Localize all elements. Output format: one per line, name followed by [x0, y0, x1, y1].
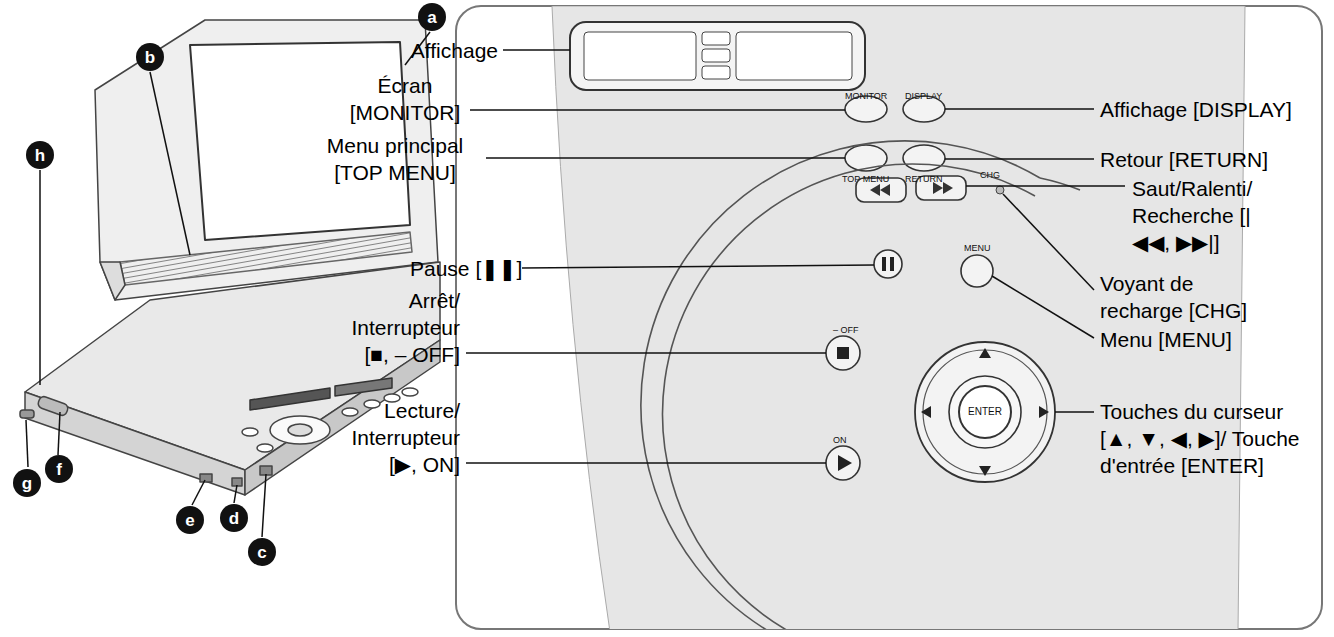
callout-text: g	[22, 475, 32, 492]
callout-text: e	[185, 512, 194, 529]
part-label: Lecture/ Interrupteur [▶, ON]	[325, 397, 460, 478]
part-label: Pause [❚❚]	[410, 255, 522, 282]
button-caption: RETURN	[905, 174, 943, 185]
part-label: Retour [RETURN]	[1100, 146, 1268, 173]
callout-letter: f	[45, 455, 73, 483]
callout-text: b	[145, 49, 155, 66]
button-caption: – OFF	[833, 325, 859, 336]
callout-text: h	[35, 147, 45, 164]
callout-letter: h	[26, 141, 54, 169]
button-caption: TOP MENU	[842, 174, 889, 185]
callout-text: d	[229, 510, 239, 527]
button-caption: MENU	[964, 243, 991, 254]
part-label: Menu [MENU]	[1100, 326, 1232, 353]
part-label: Touches du curseur [▲, ▼, ◀, ▶]/ Touche …	[1100, 398, 1305, 479]
callout-letter: e	[176, 506, 204, 534]
part-label: Menu principal [TOP MENU]	[310, 132, 480, 186]
button-caption: ON	[833, 435, 847, 446]
callout-letter: a	[418, 3, 446, 31]
callout-letter: b	[136, 43, 164, 71]
part-label: Écran [MONITOR]	[345, 72, 465, 126]
label-leaders	[466, 50, 1125, 463]
part-label: Affichage [DISPLAY]	[1100, 96, 1292, 123]
callout-text: f	[56, 461, 62, 478]
part-label: Arrêt/ Interrupteur [■, – OFF]	[325, 287, 460, 368]
part-label: Saut/Ralenti/ Recherche [|◀◀, ▶▶|]	[1132, 175, 1282, 256]
button-caption: DISPLAY	[905, 91, 942, 102]
callout-text: a	[427, 9, 436, 26]
button-caption: MONITOR	[845, 91, 887, 102]
part-label: Voyant de recharge [CHG]	[1100, 270, 1268, 324]
callout-letter: d	[220, 504, 248, 532]
callout-text: c	[257, 544, 266, 561]
enter-button: ENTER	[958, 385, 1012, 439]
callout-letter: c	[248, 538, 276, 566]
part-label: Affichage	[348, 37, 498, 64]
player-drawing	[20, 20, 440, 495]
callout-letter: g	[13, 469, 41, 497]
button-text: ENTER	[968, 407, 1002, 417]
button-caption: CHG	[980, 170, 1000, 181]
